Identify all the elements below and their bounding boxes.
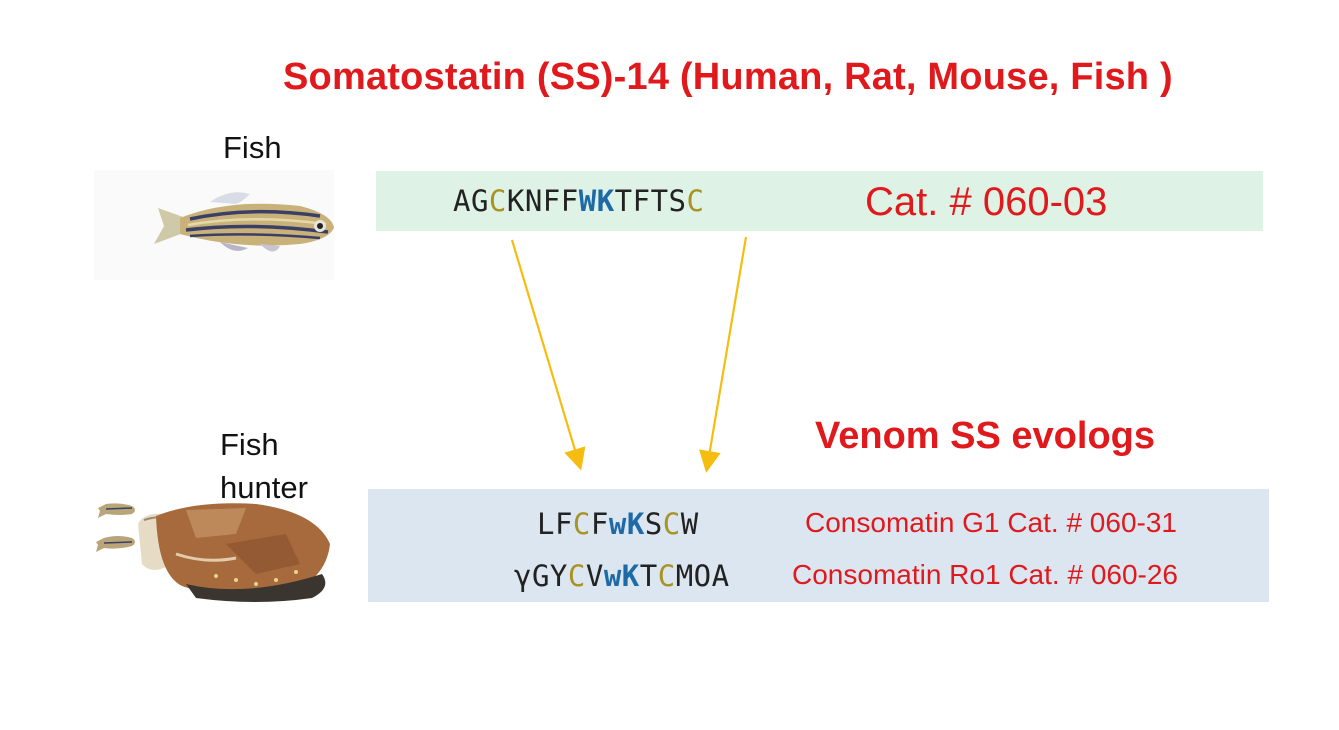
evolog-ro1-segment-5: C — [657, 559, 676, 593]
venom-heading: Venom SS evologs — [815, 415, 1155, 457]
small-fish-icon — [96, 536, 135, 552]
evolog-ro1-segment-4: T — [639, 559, 658, 593]
zebrafish-icon — [154, 192, 334, 252]
evolog-ro1-segment-0: γGY — [514, 559, 568, 593]
cone-snail-icon — [96, 503, 330, 602]
small-fish-icon — [98, 503, 135, 518]
evolog-ro1-segment-1: C — [567, 559, 586, 593]
evolog-ro1-segment-2: V — [585, 559, 604, 593]
evolog-g1-segment-3: wK — [608, 507, 645, 541]
evolog-g1-segment-4: S — [644, 507, 663, 541]
page-title: Somatostatin (SS)-14 (Human, Rat, Mouse,… — [283, 56, 1173, 98]
somatostatin-segment-5: C — [686, 184, 705, 218]
evolog-label-ro1: Consomatin Ro1 Cat. # 060-26 — [792, 559, 1178, 590]
somatostatin-segment-0: AG — [453, 184, 489, 218]
venom-evologs-box — [368, 489, 1269, 602]
somatostatin-segment-2: KNFF — [506, 184, 579, 218]
somatostatin-sequence-box — [376, 171, 1263, 231]
arrow-icon — [698, 236, 748, 473]
somatostatin-segment-1: C — [488, 184, 507, 218]
evolog-g1-segment-6: W — [680, 507, 699, 541]
evolog-sequence-ro1: γGYCVwKTCMOA — [514, 559, 730, 593]
hunter-label-line1: Fish — [220, 427, 279, 462]
top-catalog-number: Cat. # 060-03 — [865, 180, 1108, 224]
evolog-g1-segment-2: F — [590, 507, 609, 541]
evolog-sequence-g1: LFCFwKSCW — [537, 507, 699, 541]
fish-label: Fish — [223, 130, 282, 165]
evolog-g1-segment-5: C — [662, 507, 681, 541]
evolog-ro1-segment-6: MOA — [675, 559, 730, 593]
somatostatin-sequence: AGCKNFFWKTFTSC — [453, 184, 704, 218]
arrow-icon — [510, 239, 586, 471]
evolog-ro1-segment-3: wK — [603, 559, 640, 593]
somatostatin-segment-3: WK — [578, 184, 615, 218]
evolog-label-g1: Consomatin G1 Cat. # 060-31 — [805, 507, 1177, 538]
evolog-g1-segment-1: C — [572, 507, 591, 541]
hunter-label-line2: hunter — [220, 470, 308, 505]
evolog-g1-segment-0: LF — [537, 507, 573, 541]
somatostatin-segment-4: TFTS — [614, 184, 687, 218]
